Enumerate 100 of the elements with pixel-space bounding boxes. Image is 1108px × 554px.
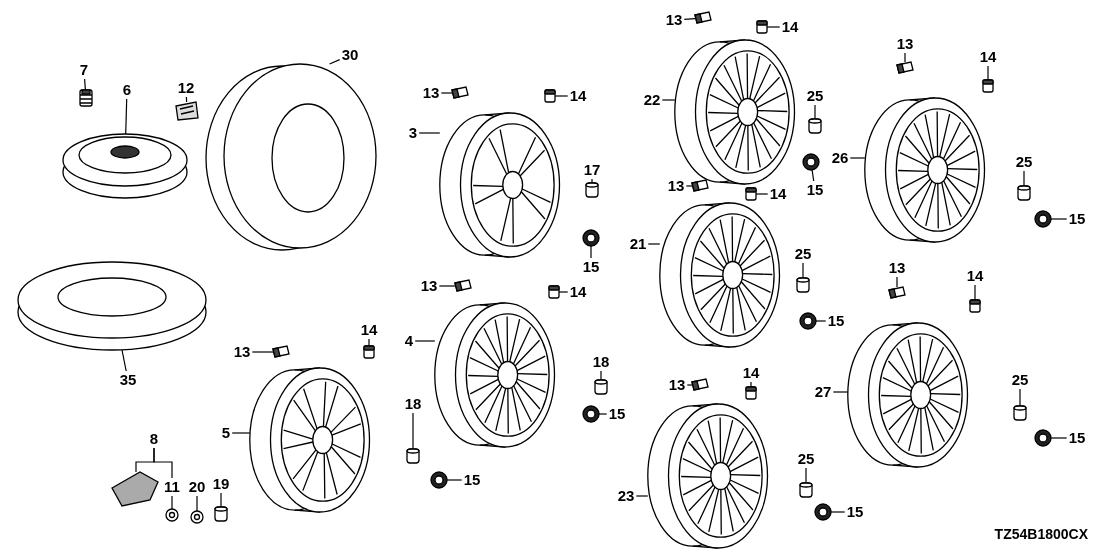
leader-line <box>1019 388 1021 407</box>
leader-line <box>591 178 593 184</box>
leader-line <box>661 99 676 101</box>
nut-icon <box>190 510 204 524</box>
callout-number: 14 <box>740 364 762 382</box>
callout-number: 14 <box>567 283 589 301</box>
wheel-drawing <box>434 302 556 448</box>
clip-icon <box>745 187 757 201</box>
leader-line <box>849 157 866 159</box>
leader-line <box>1023 170 1025 187</box>
leader-line <box>446 479 463 481</box>
lug-nut-icon <box>585 182 599 198</box>
callout-number: 15 <box>804 181 826 199</box>
leader-line <box>220 492 222 508</box>
leader-line <box>1050 218 1068 220</box>
callout-number: 13 <box>665 177 687 195</box>
leader-line <box>750 381 752 388</box>
tire-drawing <box>17 261 207 351</box>
clip-icon <box>969 299 981 313</box>
valve-stem-icon <box>454 279 472 292</box>
leader-line <box>811 169 815 182</box>
callout-number: 15 <box>825 312 847 330</box>
callout-number: 14 <box>358 321 380 339</box>
leader-line <box>368 338 370 347</box>
callout-number: 20 <box>186 478 208 496</box>
callout-number: 22 <box>641 91 663 109</box>
wheel-cap-icon <box>802 153 820 171</box>
leader-line <box>766 26 781 28</box>
callout-number: 12 <box>175 79 197 97</box>
callout-number: 17 <box>581 161 603 179</box>
nut-icon <box>165 508 179 522</box>
callout-number: 18 <box>402 395 424 413</box>
leader-line <box>802 262 804 279</box>
valve-stem-icon <box>272 345 290 358</box>
valve-stem-icon <box>451 86 469 99</box>
valve-stem-icon <box>694 11 712 24</box>
valve-stem-icon <box>691 378 709 391</box>
clip-icon <box>544 89 556 103</box>
wheel-drawing <box>249 367 371 513</box>
leader-line <box>440 92 453 94</box>
callout-number: 25 <box>795 450 817 468</box>
leader-line <box>805 467 807 484</box>
wheel-cap-icon <box>582 229 600 247</box>
lug-nut-icon <box>796 277 810 293</box>
diagram-code: TZ54B1800CX <box>994 526 1088 542</box>
lug-nut-icon <box>799 482 813 498</box>
callout-number: 13 <box>886 259 908 277</box>
leader-line <box>438 285 456 287</box>
callout-number: 3 <box>406 124 420 142</box>
clip-icon <box>756 20 768 34</box>
leader-line <box>231 432 251 434</box>
leader-line <box>755 193 769 195</box>
callout-number: 13 <box>231 343 253 361</box>
wheel-drawing <box>659 202 781 348</box>
leader-line <box>830 511 846 513</box>
tire-pressure-sensor-icon <box>111 471 159 507</box>
wheel-cap-icon <box>1034 429 1052 447</box>
leader-line <box>832 391 849 393</box>
callout-number: 15 <box>1066 429 1088 447</box>
callout-number: 27 <box>812 383 834 401</box>
label-sticker-icon <box>175 101 199 121</box>
lug-nut-icon <box>214 506 228 522</box>
callout-number: 15 <box>844 503 866 521</box>
callout-number: 15 <box>580 258 602 276</box>
callout-number: 14 <box>964 267 986 285</box>
leader-line <box>251 351 274 353</box>
callout-number: 30 <box>339 46 361 64</box>
lug-nut-icon <box>808 118 822 134</box>
leader-line <box>153 447 173 479</box>
callout-number: 13 <box>666 376 688 394</box>
callout-number: 25 <box>1009 371 1031 389</box>
clip-icon <box>982 79 994 93</box>
callout-number: 13 <box>894 35 916 53</box>
callout-number: 8 <box>147 430 161 448</box>
callout-number: 14 <box>779 18 801 36</box>
callout-number: 15 <box>606 405 628 423</box>
callout-number: 11 <box>162 478 182 496</box>
leader-line <box>414 340 436 342</box>
callout-number: 5 <box>219 424 233 442</box>
leader-line <box>647 243 661 245</box>
callout-number: 14 <box>977 48 999 66</box>
callout-number: 13 <box>418 277 440 295</box>
leader-line <box>412 412 414 450</box>
leader-line <box>686 384 693 386</box>
leader-line <box>1050 437 1068 439</box>
callout-number: 26 <box>829 149 851 167</box>
callout-number: 4 <box>402 332 416 350</box>
callout-number: 15 <box>461 471 483 489</box>
leader-line <box>635 495 649 497</box>
callout-number: 14 <box>567 87 589 105</box>
callout-number: 35 <box>117 371 139 389</box>
callout-number: 18 <box>590 353 612 371</box>
lug-nut-icon <box>1013 405 1027 421</box>
spare-wheel-drawing <box>62 133 188 199</box>
leader-line <box>121 349 127 372</box>
valve-stem-icon <box>691 179 709 192</box>
lug-nut-icon <box>1017 185 1031 201</box>
leader-line <box>558 291 569 293</box>
wheel-cap-icon <box>430 471 448 489</box>
bolt-icon <box>79 89 93 107</box>
